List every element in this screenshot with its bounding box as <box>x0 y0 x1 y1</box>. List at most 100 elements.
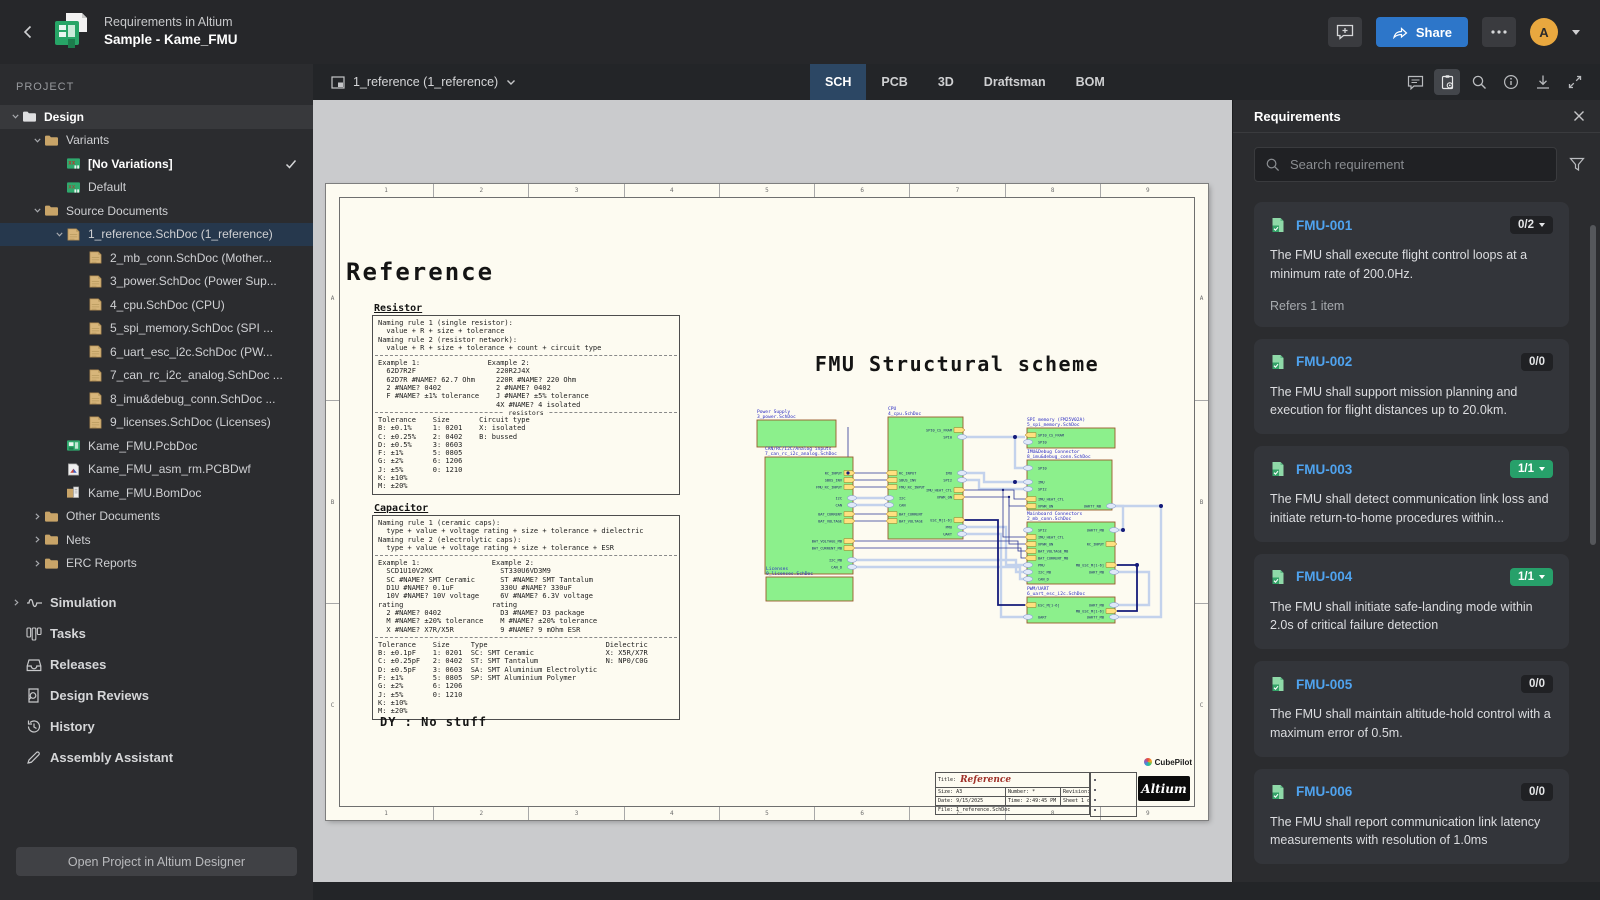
tree-item-2[interactable]: xx[No Variations] <box>0 152 313 176</box>
tree-item-1[interactable]: Variants <box>0 129 313 153</box>
sidebar-item-releases[interactable]: Releases <box>0 649 313 680</box>
requirement-search[interactable] <box>1254 147 1557 182</box>
chevron-left-icon <box>23 25 32 39</box>
requirement-id-link[interactable]: FMU-004 <box>1296 569 1353 584</box>
diagram-block[interactable]: IMU&Debug Connector8_imu&debug_conn.SchD… <box>1023 449 1116 511</box>
tree-item-17[interactable]: Other Documents <box>0 505 313 529</box>
coverage-badge[interactable]: 0/2 <box>1510 216 1553 234</box>
chevron-right-icon[interactable] <box>30 509 44 523</box>
avatar[interactable]: A <box>1530 18 1558 46</box>
requirement-id-link[interactable]: FMU-006 <box>1296 784 1353 799</box>
tree-item-16[interactable]: Kame_FMU.BomDoc <box>0 481 313 505</box>
add-comment-button[interactable] <box>1327 17 1362 47</box>
schdoc-icon <box>88 321 108 335</box>
chevron-down-icon[interactable] <box>8 110 22 124</box>
tree-item-0[interactable]: Design <box>0 105 313 129</box>
sidebar-item-design-reviews[interactable]: Design Reviews <box>0 680 313 711</box>
requirement-id-link[interactable]: FMU-003 <box>1296 461 1353 477</box>
diagram-block[interactable]: Mainboard Connectors2_mb_conn.SchDocSPI2… <box>1023 511 1119 585</box>
document-selector[interactable]: 1_reference (1_reference) <box>331 64 516 100</box>
panel-scrollbar[interactable] <box>1590 225 1596 545</box>
tasks-icon <box>26 626 50 641</box>
close-panel-button[interactable] <box>1573 110 1585 122</box>
tab-draftsman[interactable]: Draftsman <box>983 75 1046 89</box>
port-label: I2C <box>836 496 843 500</box>
tree-item-label: Other Documents <box>66 509 161 524</box>
ruler-zone-label: 9 <box>1146 187 1150 194</box>
tab-sch[interactable]: SCH <box>810 64 867 100</box>
sidebar-item-simulation[interactable]: Simulation <box>0 587 313 618</box>
chevron-spacer <box>74 274 88 288</box>
requirement-id-link[interactable]: FMU-005 <box>1296 676 1353 692</box>
tree-item-7[interactable]: 3_power.SchDoc (Power Sup... <box>0 270 313 294</box>
diagram-block[interactable]: PWM/UART6_uart_esc_i2c.SchDocESC_M[1-6]U… <box>1023 586 1119 624</box>
sidebar-item-tasks[interactable]: Tasks <box>0 618 313 649</box>
filter-button[interactable] <box>1569 157 1585 172</box>
tree-item-4[interactable]: Source Documents <box>0 199 313 223</box>
coverage-badge[interactable]: 1/1 <box>1510 460 1553 478</box>
requirement-id-link[interactable]: FMU-002 <box>1296 354 1353 369</box>
share-button[interactable]: Share <box>1375 17 1468 47</box>
bomdoc-icon <box>66 486 86 500</box>
sidebar-item-history[interactable]: History <box>0 711 313 742</box>
more-button[interactable] <box>1482 17 1516 47</box>
tab-3d[interactable]: 3D <box>937 75 954 89</box>
coverage-badge[interactable]: 1/1 <box>1510 567 1553 586</box>
sheet-entry-port <box>843 477 856 483</box>
tree-item-9[interactable]: 5_spi_memory.SchDoc (SPI ... <box>0 317 313 341</box>
ruler-zone-label: B <box>330 498 335 506</box>
requirement-id-link[interactable]: FMU-001 <box>1296 217 1353 233</box>
sheet-entry-port <box>885 477 898 483</box>
folder-icon <box>44 133 64 147</box>
tree-item-5[interactable]: 1_reference.SchDoc (1_reference) <box>0 222 313 246</box>
chevron-right-icon[interactable] <box>30 533 44 547</box>
tree-item-10[interactable]: 6_uart_esc_i2c.SchDoc (PW... <box>0 340 313 364</box>
tree-item-18[interactable]: Nets <box>0 528 313 552</box>
port-label: UART7_MB <box>1087 615 1104 619</box>
diagram-block[interactable]: CAN/RC/I2C/Analog inputs7_can_rc_i2c_ana… <box>764 446 857 575</box>
tree-item-19[interactable]: ERC Reports <box>0 552 313 576</box>
resistor-table-label: resistors <box>504 408 548 417</box>
tab-bom[interactable]: BOM <box>1075 75 1105 89</box>
chevron-right-icon[interactable] <box>30 556 44 570</box>
info-button[interactable] <box>1498 69 1524 95</box>
diagram-block[interactable]: CPU4_cpu.SchDocRC_INPUTSBUS_INVFMU_RC_IN… <box>884 406 967 540</box>
open-in-altium-button[interactable]: Open Project in Altium Designer <box>16 847 297 876</box>
search-button[interactable] <box>1466 69 1492 95</box>
diagram-block[interactable]: SPI memory (FM25V02A)5_spi_memory.SchDoc… <box>1023 417 1116 449</box>
requirements-button[interactable] <box>1434 69 1460 95</box>
requirement-text: The FMU shall support mission planning a… <box>1270 384 1518 418</box>
tree-item-15[interactable]: Kame_FMU_asm_rm.PCBDwf <box>0 458 313 482</box>
chevron-down-icon[interactable] <box>30 133 44 147</box>
block-doc: 4_cpu.SchDoc <box>888 411 921 417</box>
ruler-zone-label: A <box>1199 294 1204 302</box>
search-requirement-input[interactable] <box>1288 156 1546 173</box>
tree-item-label: 9_licenses.SchDoc (Licenses) <box>110 415 271 430</box>
chevron-down-icon[interactable] <box>30 204 44 218</box>
block-title: SPI memory (FM25V02A) <box>1027 417 1085 423</box>
tree-item-12[interactable]: 8_imu&debug_conn.SchDoc ... <box>0 387 313 411</box>
port-label: SPI0 <box>1038 440 1047 444</box>
download-button[interactable] <box>1530 69 1556 95</box>
tree-item-6[interactable]: 2_mb_conn.SchDoc (Mother... <box>0 246 313 270</box>
tree-item-14[interactable]: Kame_FMU.PcbDoc <box>0 434 313 458</box>
sheet-entry-port <box>843 484 856 490</box>
sheet-count: Sheet 1 of 1 <box>1063 798 1089 804</box>
tree-item-13[interactable]: 9_licenses.SchDoc (Licenses) <box>0 411 313 435</box>
harness-port <box>847 557 857 563</box>
back-button[interactable] <box>8 12 48 52</box>
comments-button[interactable] <box>1402 69 1428 95</box>
tree-item-8[interactable]: 4_cpu.SchDoc (CPU) <box>0 293 313 317</box>
chevron-down-icon[interactable] <box>52 227 66 241</box>
tab-pcb[interactable]: PCB <box>881 75 908 89</box>
sidebar-item-assembly-assistant[interactable]: Assembly Assistant <box>0 742 313 773</box>
fullscreen-button[interactable] <box>1562 69 1588 95</box>
tree-item-11[interactable]: 7_can_rc_i2c_analog.SchDoc ... <box>0 364 313 388</box>
avatar-caret-icon[interactable] <box>1572 29 1580 35</box>
